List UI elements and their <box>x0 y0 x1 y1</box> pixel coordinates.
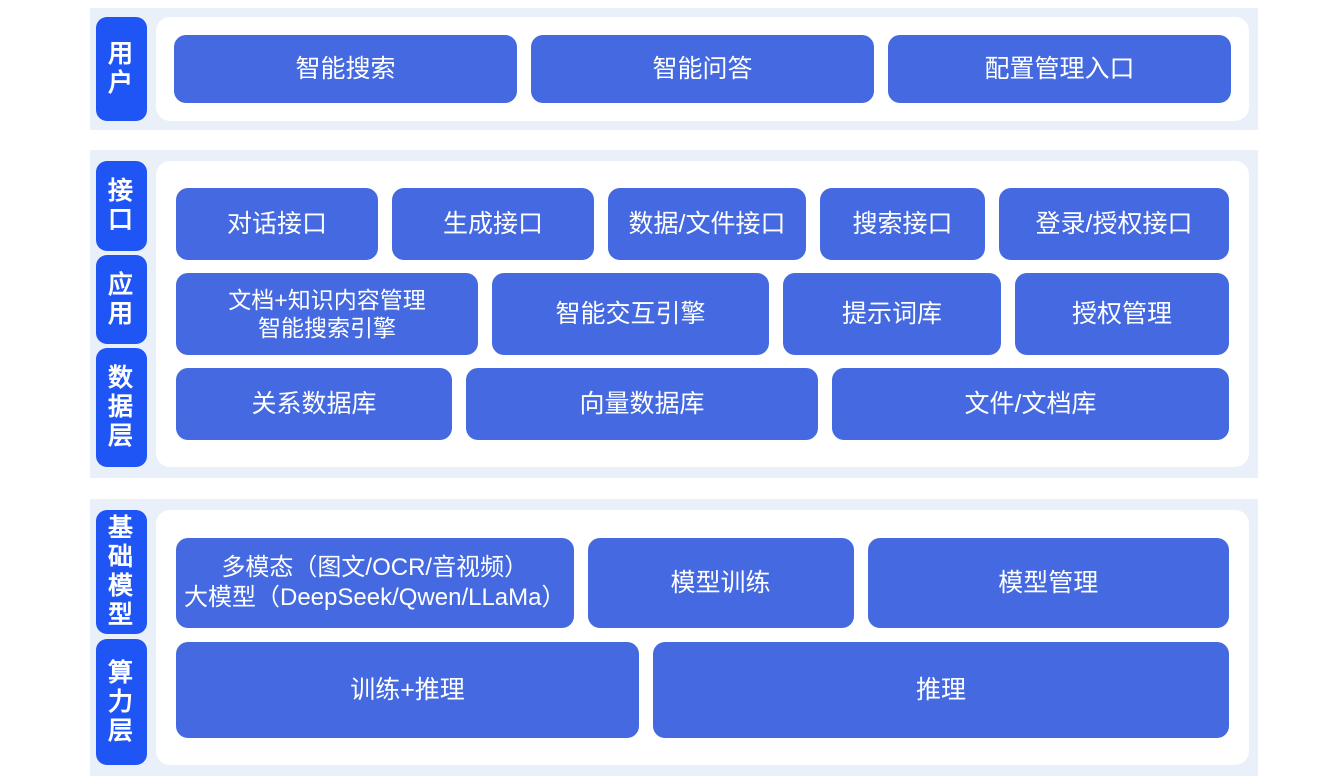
layer-tab-char: 用 <box>107 40 134 68</box>
row-compute-layer: 训练+推理 推理 <box>176 641 1229 738</box>
layer-tab-char: 户 <box>107 69 134 97</box>
node-model-training[interactable]: 模型训练 <box>587 537 854 628</box>
layer-tab-application[interactable]: 应 用 <box>95 254 147 345</box>
row-interface: 对话接口 生成接口 数据/文件接口 搜索接口 登录/授权接口 <box>176 188 1229 260</box>
node-config-management-entry[interactable]: 配置管理入口 <box>888 35 1231 103</box>
layer-tab-interface[interactable]: 接 口 <box>95 161 147 251</box>
layer-group-bottom: 基 础 模 型 算 力 层 多模态（图文/OCR/音视频） 大模型（DeepSe… <box>90 499 1258 776</box>
layer-tab-compute-layer[interactable]: 算 力 层 <box>95 639 147 765</box>
node-vector-database[interactable]: 向量数据库 <box>466 368 818 440</box>
layer-tab-column-bottom: 基 础 模 型 算 力 层 <box>90 499 152 776</box>
node-multimodal-large-model[interactable]: 多模态（图文/OCR/音视频） 大模型（DeepSeek/Qwen/LLaMa） <box>176 537 574 628</box>
node-search-api[interactable]: 搜索接口 <box>820 188 985 260</box>
row-user-entries: 智能搜索 智能问答 配置管理入口 <box>174 35 1231 103</box>
layer-card-middle: 对话接口 生成接口 数据/文件接口 搜索接口 登录/授权接口 文档+知识内容管理 <box>156 161 1249 467</box>
row-foundation-model: 多模态（图文/OCR/音视频） 大模型（DeepSeek/Qwen/LLaMa）… <box>176 537 1229 628</box>
layer-tab-char: 层 <box>107 716 134 745</box>
layer-tab-char: 力 <box>107 687 134 716</box>
node-dialog-api[interactable]: 对话接口 <box>176 188 378 260</box>
node-training-and-inference[interactable]: 训练+推理 <box>176 641 639 738</box>
layer-tab-column-user: 用 户 <box>90 8 152 130</box>
node-generation-api[interactable]: 生成接口 <box>392 188 594 260</box>
layer-tab-char: 据 <box>107 393 134 422</box>
node-document-knowledge-management[interactable]: 文档+知识内容管理 智能搜索引擎 <box>176 273 478 355</box>
layer-tab-char: 用 <box>107 299 134 328</box>
layer-tab-char: 基 <box>107 514 134 542</box>
layer-tab-char: 应 <box>107 270 134 299</box>
node-model-management[interactable]: 模型管理 <box>867 537 1229 628</box>
node-smart-qa[interactable]: 智能问答 <box>531 35 874 103</box>
layer-tab-column-middle: 接 口 应 用 数 据 层 <box>90 150 152 478</box>
layer-tab-foundation-model[interactable]: 基 础 模 型 <box>95 510 147 634</box>
layer-card-bottom: 多模态（图文/OCR/音视频） 大模型（DeepSeek/Qwen/LLaMa）… <box>156 510 1249 765</box>
layer-tab-char: 模 <box>107 572 134 600</box>
layer-tab-char: 算 <box>107 658 134 687</box>
row-data-layer: 关系数据库 向量数据库 文件/文档库 <box>176 368 1229 440</box>
layer-tab-char: 数 <box>107 364 134 393</box>
node-file-document-store[interactable]: 文件/文档库 <box>832 368 1229 440</box>
layer-tab-char: 接 <box>107 176 134 205</box>
node-prompt-library[interactable]: 提示词库 <box>783 273 1001 355</box>
layer-tab-data-layer[interactable]: 数 据 层 <box>95 348 147 468</box>
node-login-auth-api[interactable]: 登录/授权接口 <box>999 188 1229 260</box>
node-authorization-management[interactable]: 授权管理 <box>1015 273 1229 355</box>
layer-group-middle: 接 口 应 用 数 据 层 对话接口 生成接口 <box>90 150 1258 478</box>
layer-tab-char: 型 <box>107 601 134 629</box>
layer-group-user: 用 户 智能搜索 智能问答 配置管理入口 <box>90 8 1258 130</box>
row-application: 文档+知识内容管理 智能搜索引擎 智能交互引擎 提示词库 授权管理 <box>176 273 1229 355</box>
node-relational-database[interactable]: 关系数据库 <box>176 368 452 440</box>
node-smart-search[interactable]: 智能搜索 <box>174 35 517 103</box>
layer-tab-char: 础 <box>107 543 134 571</box>
node-inference[interactable]: 推理 <box>653 641 1229 738</box>
node-smart-interaction-engine[interactable]: 智能交互引擎 <box>492 273 769 355</box>
layer-tab-user[interactable]: 用 户 <box>95 17 147 121</box>
node-data-file-api[interactable]: 数据/文件接口 <box>608 188 806 260</box>
layer-tab-char: 口 <box>107 205 134 234</box>
layer-tab-char: 层 <box>107 422 134 451</box>
layer-card-user: 智能搜索 智能问答 配置管理入口 <box>156 17 1249 121</box>
